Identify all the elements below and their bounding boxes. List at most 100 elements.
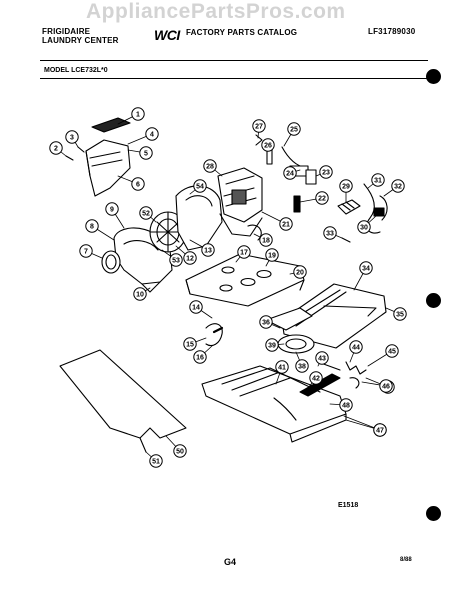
callout-label-30: 30 — [360, 224, 368, 231]
callout-circle-7 — [79, 244, 93, 258]
date-code: 8/88 — [400, 557, 412, 563]
lint-filter-strip — [91, 117, 131, 133]
callout-label-33: 33 — [326, 230, 334, 237]
callout-circle-17 — [237, 245, 251, 259]
callout-circle-12 — [183, 251, 197, 265]
callout-circle-45 — [385, 344, 399, 358]
callout-circle-43 — [315, 351, 329, 365]
callout-label-10: 10 — [136, 291, 144, 298]
wci-logo: WCI — [154, 27, 180, 43]
thermostat — [293, 195, 301, 213]
callout-label-35: 35 — [396, 311, 404, 318]
callout-label-50: 50 — [176, 448, 184, 455]
callout-circle-14 — [189, 300, 203, 314]
callout-label-9: 9 — [110, 206, 114, 213]
callout-label-26: 26 — [264, 142, 272, 149]
callout-label-17: 17 — [240, 249, 248, 256]
blower-seal-ring — [101, 250, 121, 274]
callout-circle-46 — [379, 379, 393, 393]
callout-circle-23 — [319, 165, 333, 179]
catalog-number: LF31789030 — [368, 27, 416, 36]
callout-circle-39 — [265, 338, 279, 352]
callout-circle-38 — [295, 359, 309, 373]
motor-wire — [281, 146, 307, 169]
callout-circle-4 — [145, 127, 159, 141]
callout-label-38: 38 — [298, 363, 306, 370]
callout-label-2: 2 — [54, 145, 58, 152]
idler-assembly — [265, 307, 315, 354]
motor — [217, 167, 263, 241]
callout-circle-5 — [139, 146, 153, 160]
callout-label-18: 18 — [262, 237, 270, 244]
watermark: AppliancePartsPros.com — [86, 0, 346, 23]
callout-circle-25 — [287, 122, 301, 136]
callout-circle-41 — [275, 360, 289, 374]
callout-circle-13 — [201, 243, 215, 257]
callout-label-21: 21 — [282, 221, 290, 228]
callout-label-53: 53 — [172, 257, 180, 264]
callout-circle-6 — [131, 177, 145, 191]
callout-circle-47 — [373, 423, 387, 437]
callout-circle-22 — [315, 191, 329, 205]
callout-label-29: 29 — [342, 183, 350, 190]
callout-circle-9 — [105, 202, 119, 216]
callout-label-23: 23 — [322, 169, 330, 176]
binder-hole-top — [426, 69, 441, 84]
callout-circle-30 — [357, 220, 371, 234]
callout-label-20: 20 — [296, 269, 304, 276]
callout-circle-35 — [393, 307, 407, 321]
callout-label-51: 51 — [152, 458, 160, 465]
callout-label-47: 47 — [376, 427, 384, 434]
top-panel — [281, 283, 387, 349]
base-plate — [185, 253, 305, 307]
callout-label-45: 45 — [388, 348, 396, 355]
callout-circle-3 — [65, 130, 79, 144]
callout-circle-1 — [131, 107, 145, 121]
callout-circle-26 — [261, 138, 275, 152]
header-rule — [40, 60, 428, 61]
callout-label-36: 36 — [262, 319, 270, 326]
callout-label-46: 46 — [382, 383, 390, 390]
heater-housing — [175, 185, 223, 251]
callout-circle-52 — [139, 206, 153, 220]
callout-circle-10 — [133, 287, 147, 301]
callout-label-43: 43 — [318, 355, 326, 362]
callout-label-3: 3 — [70, 134, 74, 141]
callout-circle-2 — [49, 141, 63, 155]
callout-circle-33 — [323, 226, 337, 240]
callout-label-6: 6 — [136, 181, 140, 188]
sensor-harness — [205, 323, 224, 347]
terminal-block — [337, 199, 361, 215]
callout-label-15: 15 — [186, 341, 194, 348]
callout-circle-32 — [391, 179, 405, 193]
callout-label-22: 22 — [318, 195, 326, 202]
callout-label-32: 32 — [394, 183, 402, 190]
screw-33 — [341, 237, 351, 243]
callout-label-52: 52 — [142, 210, 150, 217]
callout-circle-16 — [193, 350, 207, 364]
callout-circle-51 — [149, 454, 163, 468]
callout-label-34: 34 — [362, 265, 370, 272]
callout-circle-8 — [85, 219, 99, 233]
lower-base — [201, 365, 347, 443]
callout-label-27: 27 — [255, 123, 263, 130]
callout-circle-34 — [359, 261, 373, 275]
callout-label-42: 42 — [312, 375, 320, 382]
callout-circle-42 — [309, 371, 323, 385]
callout-label-16: 16 — [196, 354, 204, 361]
callout-label-44: 44 — [352, 344, 360, 351]
lint-screen-housing — [85, 139, 131, 197]
binder-hole-bottom — [426, 506, 441, 521]
callout-label-25: 25 — [290, 126, 298, 133]
callout-label-31: 31 — [374, 177, 382, 184]
callout-label-8: 8 — [90, 223, 94, 230]
power-cord — [363, 183, 388, 234]
callout-circle-24 — [283, 166, 297, 180]
callout-circle-48 — [339, 398, 353, 412]
callout-circle-36 — [259, 315, 273, 329]
callout-label-4: 4 — [150, 131, 154, 138]
callout-circle-31 — [371, 173, 385, 187]
callout-label-41: 41 — [278, 364, 286, 371]
